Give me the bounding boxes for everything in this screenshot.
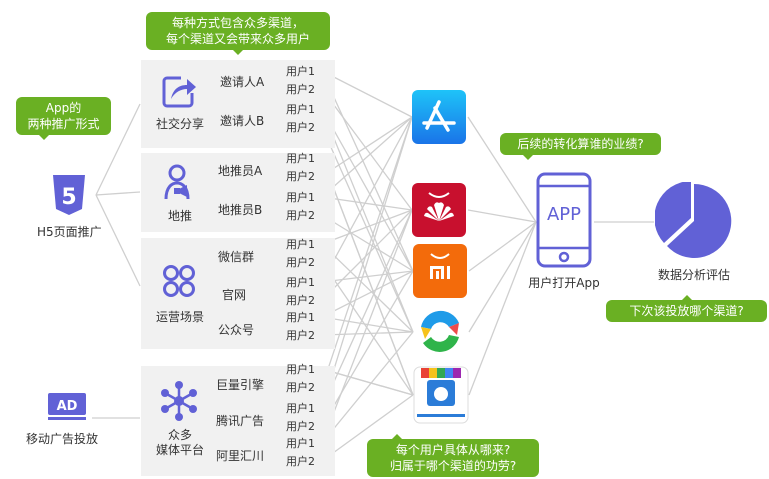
panel-social	[141, 60, 335, 148]
huawei-store-icon	[412, 183, 466, 237]
channel-label: 邀请人A	[220, 75, 265, 89]
user-label: 用户1	[286, 363, 315, 376]
bubble-channels: 每种方式包含众多渠道，每个渠道又会带来众多用户	[146, 12, 330, 55]
connector-line	[321, 270, 414, 318]
user-label: 用户1	[286, 437, 315, 450]
channel-label: 公众号	[218, 323, 255, 337]
connector-line	[467, 209, 537, 223]
connector-line	[321, 116, 413, 388]
ad-label: 移动广告投放	[26, 432, 99, 446]
user-label: 用户2	[286, 83, 315, 96]
channel-label: 官网	[222, 288, 247, 302]
app-store-icon	[412, 90, 466, 144]
connector-line	[321, 331, 414, 444]
category-label-media-2: 媒体平台	[155, 443, 204, 457]
channel-label: 腾讯广告	[216, 414, 265, 428]
connector-line	[321, 116, 413, 409]
connector-line	[321, 196, 413, 211]
baidu-store-icon	[413, 366, 469, 424]
user-label: 用户1	[286, 276, 315, 289]
svg-text:5: 5	[61, 185, 76, 210]
user-label: 用户2	[286, 170, 315, 183]
user-label: 用户2	[286, 381, 315, 394]
pie-chart-icon	[654, 181, 733, 260]
h5-label: H5页面推广	[37, 225, 102, 239]
h5-icon: 5	[51, 173, 87, 217]
connector-line	[95, 194, 141, 287]
user-label: 用户1	[286, 311, 315, 324]
category-label-media-1: 众多	[167, 428, 192, 442]
connector-line	[321, 209, 413, 409]
ad-icon: AD	[47, 392, 87, 422]
user-label: 用户1	[286, 402, 315, 415]
connector-line	[95, 103, 141, 196]
category-label-operation: 运营场景	[155, 310, 204, 324]
connector-line	[321, 368, 414, 396]
connector-line	[321, 108, 414, 333]
user-label: 用户1	[286, 65, 315, 78]
connector-line	[321, 70, 414, 272]
phone-label: 用户打开App	[528, 276, 600, 290]
connector-line	[321, 209, 413, 245]
connector-line	[321, 116, 413, 198]
connector-line	[321, 108, 414, 272]
phone-screen-text: APP	[546, 204, 582, 225]
bubble-promotion-forms: App的两种推广形式	[16, 97, 111, 140]
qq-store-icon	[413, 305, 467, 359]
connector-line	[468, 221, 537, 396]
connector-line	[467, 116, 537, 223]
connector-line	[321, 331, 414, 336]
user-label: 用户2	[286, 294, 315, 307]
user-label: 用户2	[286, 329, 315, 342]
user-label: 用户1	[286, 238, 315, 251]
connector-line	[468, 221, 537, 272]
user-label: 用户1	[286, 191, 315, 204]
connector-line	[321, 209, 413, 301]
connector-line	[321, 270, 414, 283]
connector-line	[321, 394, 414, 462]
connector-line	[321, 116, 413, 177]
share-icon	[161, 73, 197, 109]
phone-icon	[536, 172, 592, 268]
connector-line	[321, 88, 413, 211]
svg-text:AD: AD	[57, 399, 78, 414]
channel-label: 地推员B	[218, 203, 263, 217]
channel-label: 地推员A	[218, 164, 263, 178]
scenes-icon	[161, 263, 197, 299]
channel-label: 巨量引擎	[216, 378, 265, 392]
connector-line	[321, 270, 414, 427]
connector-line	[321, 214, 414, 272]
promoter-icon	[162, 163, 196, 201]
connector-line	[321, 70, 413, 118]
user-label: 用户2	[286, 256, 315, 269]
analysis-label: 数据分析评估	[657, 268, 730, 282]
user-label: 用户2	[286, 420, 315, 433]
panel-media	[141, 366, 335, 476]
user-label: 用户2	[286, 121, 315, 134]
connector-line	[321, 209, 413, 444]
bubble-user-origin: 每个用户具体从哪来?归属于哪个渠道的功劳?	[367, 434, 539, 477]
bubble-next-channel: 下次该投放哪个渠道?	[606, 295, 767, 322]
bubble-conversion: 后续的转化算谁的业绩?	[500, 133, 661, 160]
connector-line	[321, 116, 413, 283]
connector-line	[468, 221, 537, 333]
channel-label: 邀请人B	[220, 114, 265, 128]
channel-label: 阿里汇川	[216, 449, 265, 463]
channel-label: 微信群	[218, 250, 255, 264]
xiaomi-store-icon	[413, 244, 467, 298]
user-label: 用户2	[286, 209, 315, 222]
network-icon	[158, 380, 200, 422]
category-label-social: 社交分享	[155, 117, 204, 131]
user-label: 用户1	[286, 152, 315, 165]
user-label: 用户1	[286, 103, 315, 116]
connector-line	[321, 243, 414, 333]
category-label-ground: 地推	[167, 209, 192, 223]
connector-line	[321, 261, 414, 396]
connector-line	[95, 191, 141, 196]
user-label: 用户2	[286, 455, 315, 468]
